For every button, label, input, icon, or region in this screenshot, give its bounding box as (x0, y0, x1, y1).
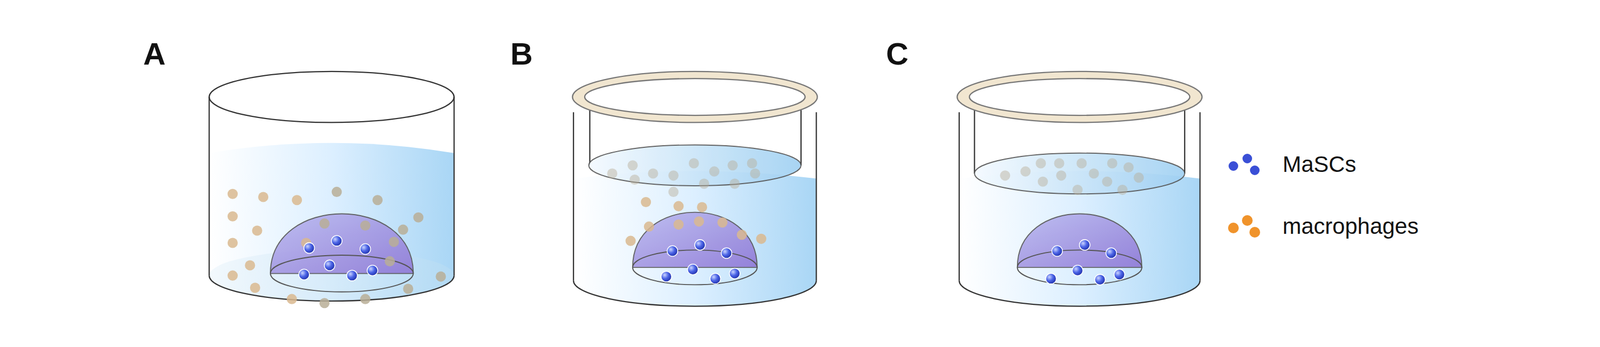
cell-dot (693, 216, 704, 227)
panel-letter: B (510, 38, 533, 70)
cell-dot (360, 294, 371, 305)
cell-dot (367, 265, 378, 277)
cell-dot (319, 218, 330, 229)
cell-dot (252, 226, 263, 237)
cell-dot (1051, 245, 1063, 257)
cell-dot (999, 170, 1011, 181)
cell-dot (1072, 184, 1083, 196)
cell-dot (291, 195, 302, 206)
cell-dot (435, 272, 446, 283)
cell-dot (1105, 247, 1117, 259)
cell-dot (749, 168, 760, 179)
cell-dots (227, 158, 1145, 309)
cell-dot (1123, 162, 1134, 173)
cell-dot (1072, 265, 1083, 277)
cell-dot (729, 179, 740, 190)
legend-dot (1241, 153, 1253, 165)
cell-dot (688, 158, 699, 169)
cell-dot (696, 202, 708, 213)
cell-dot (1035, 158, 1046, 169)
legend-dot (1241, 215, 1253, 227)
cell-dot (727, 160, 738, 171)
legend-dot (1228, 222, 1239, 234)
well-a (208, 71, 454, 302)
cell-dot (709, 166, 720, 177)
legend-swatch (1226, 151, 1265, 178)
cell-dot (1088, 168, 1099, 179)
legend-label: MaSCs (1282, 153, 1357, 176)
cell-dot (324, 260, 336, 271)
panel-letter: C (886, 38, 909, 70)
cell-dot (398, 224, 409, 236)
cell-dot (304, 243, 315, 254)
cell-dot (1053, 158, 1064, 169)
cell-dot (1045, 273, 1057, 285)
cell-dot (346, 270, 358, 282)
cell-dot (250, 283, 261, 294)
cell-dot (607, 168, 618, 179)
cell-dot (1079, 239, 1091, 251)
cell-dot (721, 247, 733, 259)
cell-dot (1037, 176, 1048, 188)
cell-dot (627, 160, 638, 171)
cell-dot (388, 237, 399, 248)
cell-dot (1133, 172, 1144, 183)
cell-dot (331, 235, 343, 247)
cell-dot (402, 283, 414, 294)
cell-dot (673, 201, 684, 212)
legend-dot (1228, 160, 1239, 172)
cell-dot (756, 234, 767, 245)
cell-dot (286, 294, 298, 305)
cell-dot (666, 245, 678, 257)
cell-dot (413, 212, 424, 223)
cell-dot (244, 260, 255, 271)
cell-dot (360, 244, 371, 255)
cell-dot (227, 211, 238, 222)
panel-letter: A (143, 38, 166, 70)
cell-dot (384, 256, 395, 267)
cell-dot (360, 220, 371, 231)
cell-dot (298, 269, 310, 281)
cell-dot (647, 168, 658, 179)
cell-dot (1107, 158, 1118, 169)
cell-dot (319, 298, 330, 309)
legend-label: macrophages (1282, 215, 1419, 238)
cell-dot (625, 236, 636, 247)
cell-dot (1117, 184, 1128, 196)
legend-swatch (1226, 213, 1265, 240)
cell-dot (331, 187, 343, 198)
cell-dot (643, 221, 655, 232)
well-c (957, 71, 1202, 307)
cell-dot (629, 174, 640, 185)
cell-dot (729, 268, 741, 279)
cell-dot (736, 229, 748, 240)
cell-dot (227, 189, 238, 200)
cell-dot (687, 264, 699, 276)
cell-dot (1076, 158, 1087, 169)
cell-dot (640, 197, 651, 208)
cell-dot (661, 271, 672, 283)
cell-dot (227, 237, 238, 248)
cell-dot (710, 273, 721, 285)
cell-dot (1020, 166, 1031, 177)
cell-dot (668, 170, 679, 181)
cell-dot (1101, 176, 1113, 188)
cell-dot (694, 239, 706, 251)
legend-dot (1249, 227, 1261, 238)
cell-dot (372, 195, 383, 206)
cell-dot (258, 191, 269, 203)
cell-dot (673, 219, 684, 230)
cell-dot (668, 187, 679, 198)
cell-dot (698, 179, 710, 190)
cell-dot (1114, 269, 1125, 281)
cell-dot (227, 270, 238, 282)
cell-dot (1094, 274, 1106, 286)
cell-dot (717, 217, 728, 228)
legend-dot (1249, 165, 1261, 176)
cell-dot (1055, 170, 1067, 181)
well-b (572, 71, 818, 307)
cell-dot (747, 158, 758, 169)
